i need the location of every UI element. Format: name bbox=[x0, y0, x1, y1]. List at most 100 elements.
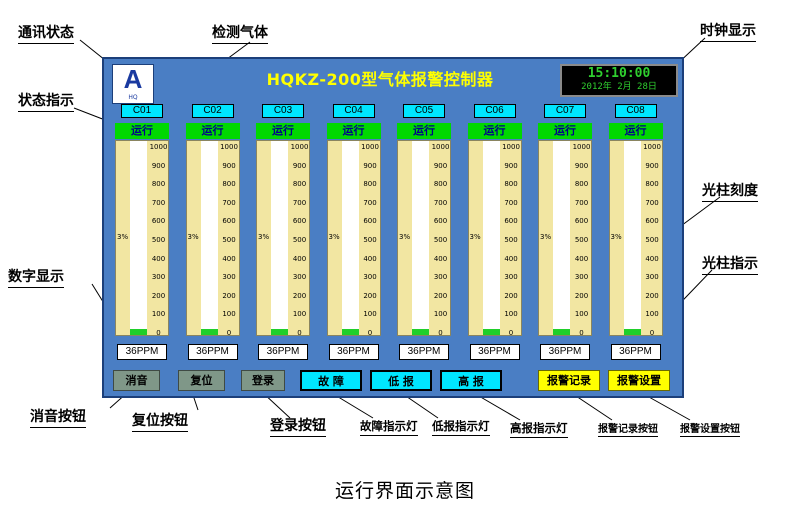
scale-tick: 600 bbox=[504, 217, 518, 226]
channel-status-indicator: 运行 bbox=[467, 123, 522, 139]
scale-tick: 300 bbox=[574, 273, 589, 282]
bar-tube bbox=[200, 141, 218, 335]
scale-tick: 1000 bbox=[361, 143, 379, 151]
scale-tick: 1000 bbox=[149, 143, 168, 151]
callout-bar-indicator: 光柱指示 bbox=[702, 253, 758, 275]
scale-tick: 0 bbox=[438, 329, 443, 337]
callout-comm-status: 通讯状态 bbox=[18, 22, 74, 44]
channel-percent: 3% bbox=[610, 233, 622, 241]
scale-tick: 600 bbox=[433, 217, 448, 226]
channel-percent: 3% bbox=[187, 233, 199, 241]
callout-mute-button: 消音按钮 bbox=[30, 406, 86, 428]
scale-tick: 0 bbox=[649, 329, 655, 337]
scale-tick: 900 bbox=[363, 161, 377, 170]
channel-reading: 36PPM bbox=[469, 344, 520, 360]
clock-display: 15:10:00 2012年 2月 28日 bbox=[560, 64, 678, 97]
scale-tick: 700 bbox=[151, 198, 166, 207]
channel-percent: 3% bbox=[540, 233, 552, 241]
reset-button[interactable]: 复位 bbox=[178, 370, 225, 391]
bar-fill bbox=[271, 329, 288, 335]
alarm-settings-button[interactable]: 报警设置 bbox=[608, 370, 670, 391]
channel-status-indicator: 运行 bbox=[326, 123, 381, 139]
scale-tick: 100 bbox=[504, 310, 518, 319]
login-button[interactable]: 登录 bbox=[241, 370, 285, 391]
scale-tick: 400 bbox=[645, 254, 659, 263]
scale-tick: 500 bbox=[504, 236, 518, 244]
scale-tick: 0 bbox=[156, 329, 161, 337]
mute-button[interactable]: 消音 bbox=[113, 370, 160, 391]
scale-tick: 900 bbox=[645, 161, 659, 170]
company-logo: A HQ bbox=[112, 64, 154, 104]
scale-tick: 700 bbox=[222, 198, 236, 207]
alarm-record-button[interactable]: 报警记录 bbox=[538, 370, 600, 391]
channel-percent: 3% bbox=[399, 233, 411, 241]
scale-tick: 800 bbox=[222, 180, 236, 189]
channel-code: C03 bbox=[262, 104, 304, 118]
channel-reading: 36PPM bbox=[399, 344, 449, 360]
scale-tick: 700 bbox=[504, 198, 518, 207]
bar-tube bbox=[271, 141, 288, 335]
scale-tick: 900 bbox=[504, 161, 518, 170]
figure-caption: 运行界面示意图 bbox=[334, 480, 475, 502]
callout-bar-scale: 光柱刻度 bbox=[702, 180, 758, 202]
callout-low-alarm-light: 低报指示灯 bbox=[432, 418, 490, 436]
scale-tick: 500 bbox=[574, 236, 589, 244]
scale-tick: 300 bbox=[363, 273, 377, 282]
scale-tick: 100 bbox=[433, 310, 448, 319]
scale-tick: 1000 bbox=[572, 143, 591, 151]
callout-reset-button: 复位按钮 bbox=[132, 410, 188, 432]
scale-tick: 0 bbox=[367, 329, 373, 337]
scale-tick: 600 bbox=[292, 217, 307, 226]
scale-tick: 700 bbox=[433, 198, 448, 207]
scale-tick: 500 bbox=[151, 236, 166, 244]
channel-reading: 36PPM bbox=[540, 344, 590, 360]
scale-tick: 400 bbox=[222, 254, 236, 263]
channel-reading: 36PPM bbox=[328, 344, 379, 360]
scale-tick: 800 bbox=[574, 180, 589, 189]
scale-tick: 0 bbox=[297, 329, 302, 337]
callout-alarm-record-button: 报警记录按钮 bbox=[598, 420, 658, 437]
logo-text: HQ bbox=[128, 94, 138, 101]
scale-tick: 100 bbox=[645, 310, 659, 319]
callout-login-button: 登录按钮 bbox=[270, 415, 326, 437]
bar-tube bbox=[482, 141, 500, 335]
scale-tick: 300 bbox=[222, 273, 236, 282]
scale-tick: 200 bbox=[645, 291, 659, 300]
scale-tick: 200 bbox=[504, 291, 518, 300]
scale-tick: 600 bbox=[151, 217, 166, 226]
channel-code: C06 bbox=[473, 104, 516, 118]
scale-tick: 800 bbox=[292, 180, 307, 189]
bar-fill bbox=[623, 329, 641, 335]
bar-tube bbox=[623, 141, 641, 335]
scale-tick: 800 bbox=[504, 180, 518, 189]
scale-tick: 900 bbox=[222, 161, 236, 170]
high-alarm-indicator-light: 高 报 bbox=[440, 370, 502, 391]
scale-tick: 0 bbox=[579, 329, 584, 337]
scale-tick: 500 bbox=[645, 236, 659, 244]
channel-status-indicator: 运行 bbox=[608, 123, 663, 139]
scale-tick: 600 bbox=[574, 217, 589, 226]
callout-detected-gas: 检测气体 bbox=[212, 22, 268, 44]
scale-tick: 200 bbox=[433, 291, 448, 300]
scale-tick: 400 bbox=[363, 254, 377, 263]
channel-status-indicator: 运行 bbox=[397, 123, 451, 139]
scale-tick: 300 bbox=[645, 273, 659, 282]
scale-tick: 300 bbox=[292, 273, 307, 282]
bar-fill bbox=[130, 329, 147, 335]
callout-digital-display: 数字显示 bbox=[8, 266, 64, 288]
callout-high-alarm-light: 高报指示灯 bbox=[510, 420, 568, 438]
channel-status-indicator: 运行 bbox=[185, 123, 240, 139]
scale-tick: 900 bbox=[433, 161, 448, 170]
scale-tick: 100 bbox=[222, 310, 236, 319]
scale-tick: 300 bbox=[504, 273, 518, 282]
